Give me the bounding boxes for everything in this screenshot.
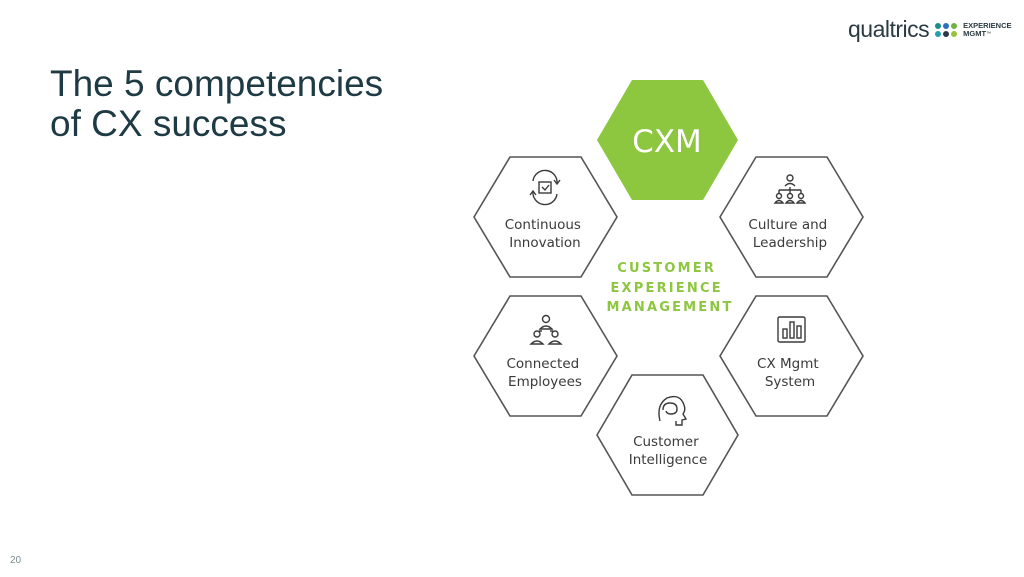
logo-dot — [943, 30, 950, 37]
hex-continuous-innovation-shape — [473, 156, 618, 278]
hex-customer-intelligence-shape — [596, 374, 739, 496]
center-text-line-2: EXPERIENCE — [610, 281, 722, 296]
hex-connected-employees-line-2: Employees — [508, 374, 582, 390]
hex-connected-employees-line-1: Connected — [507, 356, 580, 372]
svg-text:Connected Employees: Connected Employees — [507, 356, 584, 390]
slide-title: The 5 competencies of CX success — [50, 64, 383, 144]
hex-cxm: CXM — [597, 80, 738, 200]
head-brain-icon — [658, 395, 688, 426]
center-text-line-3: MANAGEMENT — [606, 300, 733, 315]
logo-dot — [935, 30, 942, 37]
page-number: 20 — [10, 555, 22, 566]
hex-connected-employees: Connected Employees — [473, 295, 618, 417]
hex-culture-and-leadership-shape — [719, 156, 864, 278]
refresh-check-icon — [529, 169, 561, 206]
team-network-icon — [529, 314, 563, 345]
hex-customer-intelligence: Customer Intelligence — [596, 374, 739, 496]
svg-text:CX Mgmt System: CX Mgmt System — [757, 356, 823, 390]
hex-cx-mgmt-system: CX Mgmt System — [719, 295, 864, 417]
slide-title-line-2: of CX success — [50, 103, 287, 144]
hex-customer-intelligence-line-2: Intelligence — [629, 452, 708, 468]
hex-culture-and-leadership: Culture and Leadership — [719, 156, 864, 278]
hex-cxm-label: CXM — [632, 124, 702, 160]
hex-continuous-innovation-line-1: Continuous — [505, 217, 581, 233]
logo-dot — [935, 22, 942, 29]
svg-text:Culture and Leadership: Culture and Leadership — [748, 217, 831, 251]
logo-sub-line-1: EXPERIENCE — [963, 20, 1012, 30]
logo-sub-line-2: MGMT™ — [963, 28, 992, 38]
hex-culture-and-leadership-line-1: Culture and — [748, 217, 827, 233]
logo-dot — [951, 30, 958, 37]
center-text: CUSTOMER EXPERIENCE MANAGEMENT — [606, 261, 733, 315]
logo-dot — [951, 22, 958, 29]
logo-dot — [943, 22, 950, 29]
hex-culture-and-leadership-line-2: Leadership — [753, 235, 827, 251]
org-chart-icon — [773, 174, 807, 204]
hex-customer-intelligence-line-1: Customer — [633, 434, 699, 450]
logo-dots-icon — [935, 22, 958, 37]
center-text-line-1: CUSTOMER — [617, 261, 716, 276]
bar-chart-icon — [777, 316, 806, 343]
hex-connected-employees-shape — [473, 295, 618, 417]
qualtrics-logo: qualtrics EXPERIENCE MGMT™ — [848, 16, 1012, 43]
slide-title-line-1: The 5 competencies — [50, 63, 384, 104]
hex-continuous-innovation-line-2: Innovation — [509, 235, 580, 251]
svg-text:Continuous Innovation: Continuous Innovation — [505, 217, 586, 251]
hex-continuous-innovation: Continuous Innovation — [473, 156, 618, 278]
svg-text:Customer Intelligence: Customer Intelligence — [629, 434, 708, 468]
logo-subtitle: EXPERIENCE MGMT™ — [963, 20, 1012, 38]
hex-cx-mgmt-system-line-1: CX Mgmt — [757, 356, 819, 372]
logo-wordmark: qualtrics — [848, 16, 930, 42]
hex-cx-mgmt-system-line-2: System — [765, 374, 815, 390]
hex-cxm-shape — [597, 80, 738, 200]
hex-cx-mgmt-system-shape — [719, 295, 864, 417]
